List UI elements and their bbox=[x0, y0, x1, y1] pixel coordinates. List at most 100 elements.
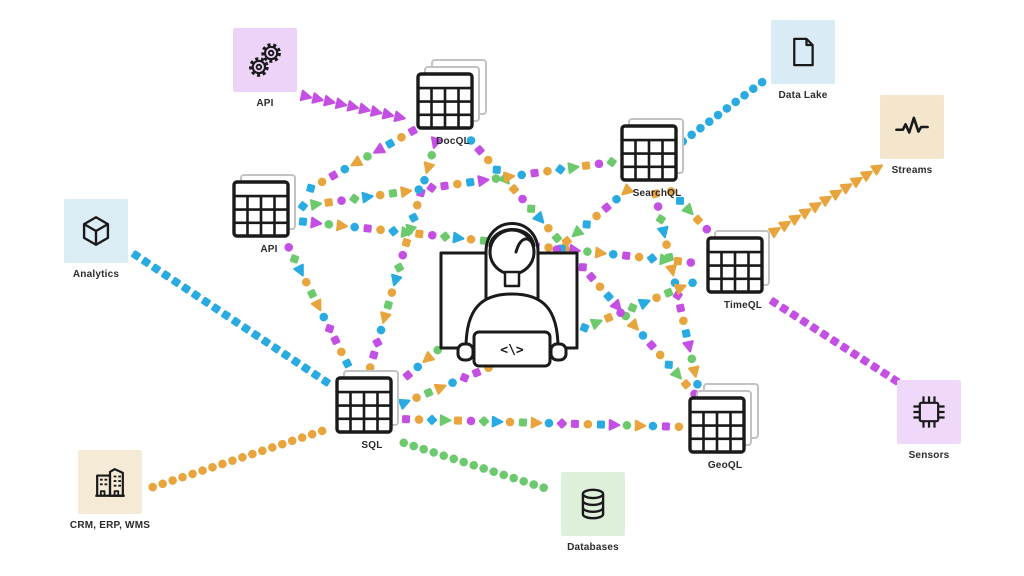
edge-dot bbox=[220, 310, 231, 321]
edge-dot bbox=[190, 290, 201, 301]
node-crm: CRM, ERP, WMS bbox=[70, 450, 150, 531]
edge-dot bbox=[407, 126, 418, 136]
edge-dot bbox=[414, 415, 424, 424]
edge-dot bbox=[788, 214, 802, 226]
edge-dot bbox=[188, 469, 197, 479]
edge-dot bbox=[860, 170, 873, 182]
edge-dot bbox=[567, 162, 580, 174]
edge-dot bbox=[415, 229, 424, 239]
node-sql: SQL bbox=[335, 362, 409, 451]
edge-dot bbox=[448, 378, 457, 388]
edge-dot bbox=[603, 312, 614, 323]
edge-dot bbox=[427, 230, 437, 240]
edge-dot bbox=[422, 351, 435, 363]
edge-dot bbox=[527, 204, 536, 213]
edge-dot bbox=[664, 252, 674, 262]
node-data-lake: Data Lake bbox=[771, 20, 835, 101]
edge-dot bbox=[663, 287, 674, 298]
edge-dot bbox=[200, 296, 211, 307]
edge-dot bbox=[380, 311, 392, 324]
edge-dot bbox=[131, 250, 141, 261]
edge-dot bbox=[369, 105, 383, 117]
edge-dot bbox=[477, 175, 490, 187]
table-icon bbox=[232, 174, 296, 238]
edge-dot bbox=[626, 318, 639, 331]
database-icon bbox=[581, 488, 605, 520]
edge-dot bbox=[363, 224, 372, 233]
edge-dot bbox=[466, 136, 476, 145]
node-searchql: SearchQL bbox=[620, 110, 694, 199]
edge-dot bbox=[679, 316, 688, 326]
edge-dot bbox=[555, 164, 566, 175]
edge-dot bbox=[400, 226, 413, 238]
edge-dot bbox=[336, 219, 349, 232]
edge-dot bbox=[673, 283, 687, 295]
edge-dot bbox=[570, 419, 580, 428]
edge-dot bbox=[300, 363, 311, 374]
edge-dot bbox=[298, 217, 308, 226]
edge-dot bbox=[586, 271, 597, 283]
edge-dot bbox=[466, 235, 476, 244]
source-box bbox=[771, 20, 835, 84]
edge-dot bbox=[420, 175, 429, 185]
edge-dot bbox=[402, 370, 413, 381]
edge-dot bbox=[839, 342, 850, 353]
edge-dot bbox=[427, 150, 437, 160]
edge-dot bbox=[609, 298, 622, 312]
edge-dot bbox=[621, 183, 634, 196]
edge-dot bbox=[440, 181, 449, 191]
edge-dot bbox=[372, 337, 383, 348]
edge-dot bbox=[240, 323, 251, 334]
edge-dot bbox=[349, 193, 360, 204]
edge-dot bbox=[601, 202, 612, 213]
edge-dot bbox=[376, 225, 385, 235]
edge-dot bbox=[412, 200, 422, 210]
edge-dot bbox=[518, 418, 528, 427]
edge-dot bbox=[870, 164, 884, 176]
edge-dot bbox=[676, 303, 686, 313]
source-box bbox=[561, 472, 625, 536]
edge-dot bbox=[543, 166, 552, 176]
node-databases: Databases bbox=[561, 472, 625, 553]
edge-dot bbox=[426, 414, 438, 425]
node-label: SQL bbox=[361, 440, 383, 451]
edge-dot bbox=[808, 201, 822, 214]
edge-dot bbox=[627, 302, 638, 313]
edge-dot bbox=[330, 335, 341, 346]
edge-dot bbox=[638, 331, 648, 340]
edge-dot bbox=[439, 451, 449, 460]
edge-dot bbox=[778, 220, 791, 232]
edge-dot bbox=[779, 303, 790, 314]
chip-icon bbox=[913, 396, 945, 428]
edge-dot bbox=[582, 220, 591, 229]
edge-dot bbox=[731, 97, 740, 107]
edge-api-table-sql bbox=[284, 243, 353, 369]
edge-dot bbox=[491, 174, 501, 183]
edge-dot bbox=[594, 246, 607, 259]
edge-dot bbox=[608, 250, 618, 259]
edge-dot bbox=[277, 439, 287, 449]
edge-dot bbox=[317, 177, 327, 187]
edge-dot bbox=[459, 457, 469, 467]
edge-dot bbox=[592, 211, 601, 221]
edge-dot bbox=[397, 398, 411, 410]
edge-dot bbox=[394, 262, 405, 273]
edge-dot bbox=[453, 179, 462, 189]
edge-dot bbox=[682, 340, 694, 353]
edge-dot bbox=[478, 416, 490, 427]
edge-dot bbox=[375, 190, 385, 200]
table-icon bbox=[335, 370, 399, 434]
edge-dot bbox=[666, 187, 676, 196]
edge-dot bbox=[704, 117, 714, 126]
edge-dot bbox=[839, 183, 853, 195]
edge-dot bbox=[320, 376, 331, 387]
edge-dot bbox=[399, 438, 409, 448]
edge-dot bbox=[647, 253, 658, 264]
edge-dot bbox=[740, 91, 749, 100]
edge-docql-api-table bbox=[306, 126, 418, 193]
edge-dot bbox=[646, 340, 657, 351]
edge-dot bbox=[260, 336, 271, 347]
edge-dot bbox=[297, 201, 308, 212]
edge-dot bbox=[829, 189, 843, 201]
edge-dot bbox=[692, 214, 703, 225]
